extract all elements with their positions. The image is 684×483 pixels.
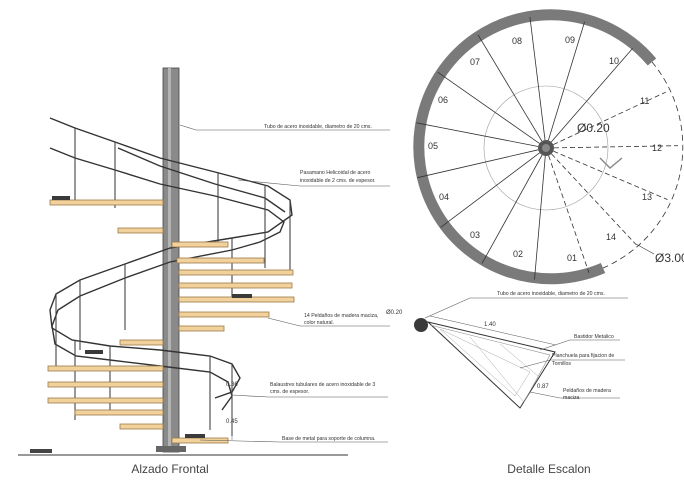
step-radial <box>553 150 668 200</box>
step-radial <box>416 122 539 147</box>
detail-note-tubo: Tubo de acero inoxidable, diametro de 20… <box>497 291 605 297</box>
leader-detail-peldanos <box>529 391 620 399</box>
plan-view: Ø0.20 01 02 03 04 05 06 07 08 09 10 11 1… <box>413 9 684 285</box>
tread-bar <box>232 294 252 298</box>
detail-dim-line <box>429 315 557 346</box>
step-radial <box>477 34 543 142</box>
leader-pasamano <box>237 179 390 187</box>
detail-note-planchuela-1: Planchuela para fijacion de <box>552 353 614 359</box>
front-elevation: Tubo de acero inoxidable, diametro de 20… <box>18 67 390 476</box>
step-num: 09 <box>565 35 575 45</box>
note-tubo: Tubo de acero inoxidable, diametro de 20… <box>264 124 372 130</box>
step-radial <box>551 153 637 245</box>
step-num: 06 <box>438 95 448 105</box>
step-radial <box>550 48 633 143</box>
ground-block <box>30 449 52 453</box>
outer-dim-leader <box>635 243 655 255</box>
outer-ring <box>413 9 657 285</box>
step-num: 05 <box>428 141 438 151</box>
step-radial <box>440 152 540 228</box>
detail-frame <box>429 324 551 403</box>
center-column-core <box>542 144 550 152</box>
step-num: 11 <box>640 96 649 106</box>
detail-tube-dim: Ø0.20 <box>386 310 403 316</box>
detail-length: 1.40 <box>484 322 496 328</box>
leader-balaustres <box>231 394 388 398</box>
step-radial <box>437 71 540 144</box>
note-peldanos-1: 14 Peldaños de madera maciza, <box>304 313 378 319</box>
detail-nose: 0.87 <box>537 384 549 390</box>
leader-detail-tubo <box>424 297 628 319</box>
note-peldanos-2: color natural. <box>304 320 334 326</box>
step-num: 01 <box>567 253 577 263</box>
step-radial <box>417 149 539 179</box>
step-radial <box>534 155 546 280</box>
leader-planchuela <box>519 359 625 369</box>
tread-bar <box>185 434 205 438</box>
step-radials <box>416 16 678 280</box>
detail-note-bastidor: Bastidor Metalico <box>574 334 614 340</box>
detail-inner-frame <box>439 328 531 397</box>
detail-rib <box>469 336 524 402</box>
inner-circle <box>483 85 609 211</box>
step-num: 10 <box>609 56 619 66</box>
detail-rib <box>499 343 539 377</box>
detail-note-planchuela-2: Tornillos <box>552 361 571 367</box>
column-highlight <box>168 68 171 452</box>
step-num: 02 <box>513 249 523 259</box>
dim-riser: 0.36 <box>226 382 238 388</box>
step-num: 04 <box>439 192 449 202</box>
treads <box>47 199 295 444</box>
tread-bar <box>52 196 70 200</box>
column-base <box>156 446 186 452</box>
step-num: 13 <box>642 192 652 202</box>
dim-post: 0.45 <box>226 419 238 425</box>
step-radial <box>529 16 546 141</box>
note-base: Base de metal para soporte de columna. <box>282 436 375 442</box>
handrail-upper <box>49 117 293 399</box>
note-pasamano-1: Pasamano Helicoidal de acero <box>300 170 370 176</box>
center-dim: Ø0.20 <box>577 121 610 135</box>
note-balaustres-1: Balaustres tubulares de acero inoxidable… <box>270 382 375 388</box>
outer-dim: Ø3.00 <box>655 251 684 265</box>
note-pasamano-2: inoxidable de 2 cms. de espesor. <box>300 178 376 184</box>
step-radial <box>553 91 666 145</box>
outer-dashed <box>602 61 684 269</box>
tread-bar <box>85 350 103 354</box>
direction-arrow <box>599 157 623 169</box>
step-num: 03 <box>470 230 480 240</box>
note-balaustres-2: cms. de espesor. <box>270 389 309 395</box>
leader-bastidor <box>539 339 620 351</box>
step-detail: Ø0.20 1.40 0.87 Tubo de acero inoxidable… <box>386 291 628 476</box>
step-radial <box>548 155 590 273</box>
step-radial <box>481 154 543 264</box>
leader-tubo <box>179 124 390 131</box>
detail-note-peldanos-1: Peldaños de madera <box>563 388 611 394</box>
step-num: 08 <box>512 36 522 46</box>
step-radial <box>553 145 678 149</box>
step-num: 07 <box>470 57 480 67</box>
caption-detail: Detalle Escalon <box>507 462 590 476</box>
leader-peldanos <box>267 317 390 327</box>
detail-wedge <box>426 321 556 409</box>
step-radial <box>547 21 585 141</box>
step-num: 12 <box>652 143 662 153</box>
leader-base <box>199 439 388 443</box>
handrail-inner <box>117 147 286 213</box>
detail-note-peldanos-2: maciza <box>563 395 580 401</box>
caption-front: Alzado Frontal <box>131 462 208 476</box>
detail-tube <box>414 318 428 332</box>
step-num: 14 <box>606 232 616 242</box>
